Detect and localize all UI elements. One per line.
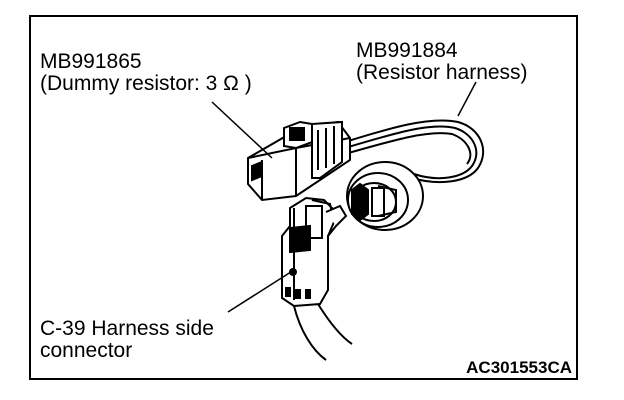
figure-code: AC301553CA [466,358,572,377]
dummy-resistor-part-number: MB991865 [40,50,142,73]
c39-connector-label-line2: connector [40,339,133,362]
c39-connector-label-line1: C-39 Harness side [40,317,214,340]
resistor-harness-description: (Resistor harness) [356,61,528,84]
leader-c39-connector [227,269,295,313]
leader-lines [211,81,477,313]
dummy-resistor-body [247,120,351,202]
resistor-harness-part-number: MB991884 [356,39,458,62]
leader-resistor-harness [457,81,477,117]
dummy-resistor-description: (Dummy resistor: 3 Ω ) [40,72,252,95]
leader-dummy-resistor [211,101,273,159]
resistor-harness-round-connector [346,161,424,231]
figure-frame [29,15,578,380]
resistor-harness-wires [344,119,485,184]
c39-harness-side-connector [281,196,348,308]
c39-harness-cable [293,303,353,361]
